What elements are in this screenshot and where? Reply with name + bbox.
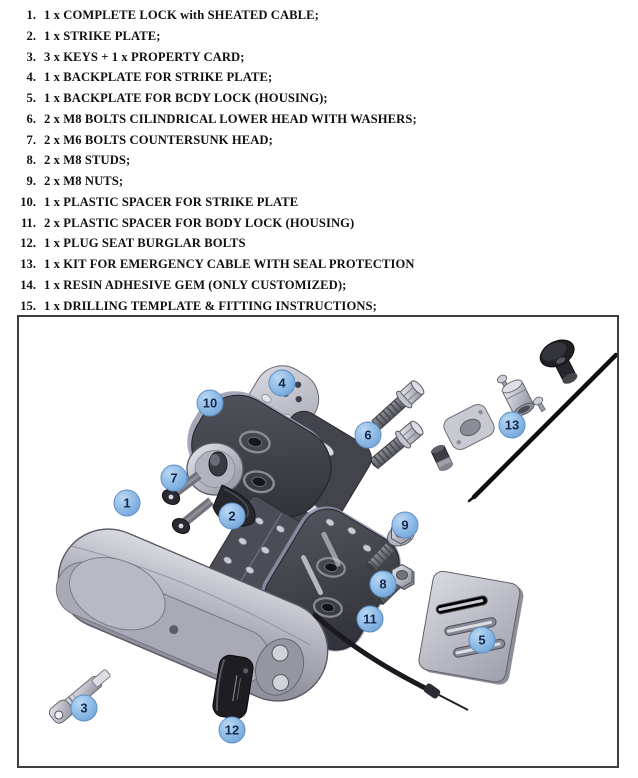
- item-number: 7.: [26, 132, 36, 147]
- item-text: 2 x M6 BOLTS COUNTERSUNK HEAD;: [44, 132, 273, 147]
- parts-list: 1. 1 x COMPLETE LOCK with SHEATED CABLE;…: [12, 5, 632, 316]
- part-seal-screw-right: [532, 396, 546, 413]
- callout-2: 2: [218, 502, 246, 530]
- item-text: 3 x KEYS + 1 x PROPERTY CARD;: [44, 49, 245, 64]
- part-lock-body: [55, 528, 329, 702]
- item-number: 8.: [26, 153, 36, 168]
- callout-7: 7: [160, 464, 188, 492]
- item-text: 1 x BACKPLATE FOR BCDY LOCK (HOUSING);: [44, 91, 328, 105]
- parts-list-item: 15. 1 x DRILLING TEMPLATE & FITTING INST…: [12, 296, 632, 317]
- parts-list-item: 7. 2 x M6 BOLTS COUNTERSUNK HEAD;: [12, 130, 632, 151]
- item-number: 10.: [20, 194, 36, 209]
- item-text: 1 x PLASTIC SPACER FOR STRIKE PLATE: [44, 194, 299, 209]
- svg-text:1: 1: [123, 496, 130, 511]
- svg-text:13: 13: [505, 418, 519, 433]
- parts-list-item: 12. 1 x PLUG SEAT BURGLAR BOLTS: [12, 233, 632, 254]
- parts-list-item: 4. 1 x BACKPLATE FOR STRIKE PLATE;: [12, 67, 632, 88]
- item-text: 1 x DRILLING TEMPLATE & FITTING INSTRUCT…: [44, 298, 377, 313]
- svg-text:5: 5: [478, 633, 485, 648]
- item-text: 1 x KIT FOR EMERGENCY CABLE WITH SEAL PR…: [44, 257, 415, 271]
- callout-11: 11: [356, 605, 384, 633]
- svg-text:2: 2: [228, 509, 235, 524]
- part-backplate-body: [418, 570, 524, 685]
- item-text: 1 x PLUG SEAT BURGLAR BOLTS: [44, 236, 246, 251]
- parts-list-item: 2. 1 x STRIKE PLATE;: [12, 26, 632, 47]
- item-number: 13.: [20, 257, 36, 271]
- parts-list-item: 8. 2 x M8 STUDS;: [12, 150, 632, 171]
- item-text: 2 x M8 BOLTS CILINDRICAL LOWER HEAD WITH…: [44, 111, 417, 126]
- part-m8-bolt-lower: [369, 420, 424, 470]
- item-text: 1 x RESIN ADHESIVE GEM (ONLY CUSTOMIZED)…: [44, 277, 347, 292]
- parts-list-item: 13. 1 x KIT FOR EMERGENCY CABLE WITH SEA…: [12, 254, 632, 275]
- part-seal-cylinder: [501, 379, 535, 417]
- callout-13: 13: [498, 411, 526, 439]
- parts-list-item: 9. 2 x M8 NUTS;: [12, 171, 632, 192]
- item-number: 6.: [26, 111, 36, 126]
- svg-text:3: 3: [80, 701, 87, 716]
- part-seal-plate: [443, 404, 495, 450]
- part-plug-seat: [212, 654, 254, 720]
- parts-list-item: 10. 1 x PLASTIC SPACER FOR STRIKE PLATE: [12, 192, 632, 213]
- part-seal-knob: [539, 339, 578, 384]
- parts-list-item: 14. 1 x RESIN ADHESIVE GEM (ONLY CUSTOMI…: [12, 275, 632, 296]
- part-m8-bolt-upper: [371, 380, 425, 431]
- item-number: 11.: [20, 215, 36, 230]
- callout-6: 6: [354, 421, 382, 449]
- callout-1: 1: [113, 489, 141, 517]
- svg-text:9: 9: [401, 518, 408, 533]
- part-m8-nut-lower: [391, 563, 415, 591]
- callout-4: 4: [268, 369, 296, 397]
- item-text: 1 x COMPLETE LOCK with SHEATED CABLE;: [44, 8, 319, 22]
- parts-list-item: 6. 2 x M8 BOLTS CILINDRICAL LOWER HEAD W…: [12, 109, 632, 130]
- svg-text:8: 8: [379, 577, 386, 592]
- item-number: 2.: [26, 28, 36, 43]
- part-sheathed-cable: [312, 612, 469, 711]
- item-number: 14.: [20, 277, 36, 292]
- item-text: 2 x M8 NUTS;: [44, 174, 124, 188]
- part-emergency-cable: [467, 352, 617, 503]
- part-seal-bushing: [430, 444, 454, 472]
- item-text: 2 x M8 STUDS;: [44, 153, 131, 168]
- part-m6-bolt-lower: [171, 497, 214, 534]
- callout-12: 12: [218, 716, 246, 744]
- item-number: 12.: [20, 236, 36, 251]
- svg-text:6: 6: [364, 428, 371, 443]
- svg-text:7: 7: [170, 471, 177, 486]
- parts-list-item: 1. 1 x COMPLETE LOCK with SHEATED CABLE;: [12, 5, 632, 26]
- item-number: 9.: [26, 174, 36, 188]
- svg-text:10: 10: [203, 396, 217, 411]
- item-number: 15.: [20, 298, 36, 313]
- parts-list-item: 5. 1 x BACKPLATE FOR BCDY LOCK (HOUSING)…: [12, 88, 632, 109]
- callout-8: 8: [369, 570, 397, 598]
- parts-list-item: 3. 3 x KEYS + 1 x PROPERTY CARD;: [12, 47, 632, 68]
- part-m8-stud-upper: [365, 541, 396, 572]
- item-text: 2 x PLASTIC SPACER FOR BODY LOCK (HOUSIN…: [44, 215, 355, 230]
- svg-text:4: 4: [278, 376, 286, 391]
- callout-9: 9: [391, 511, 419, 539]
- parts-list-item: 11. 2 x PLASTIC SPACER FOR BODY LOCK (HO…: [12, 213, 632, 234]
- svg-text:12: 12: [225, 723, 239, 738]
- callout-5: 5: [468, 626, 496, 654]
- svg-text:11: 11: [363, 612, 377, 627]
- callout-10: 10: [196, 389, 224, 417]
- item-number: 5.: [26, 91, 36, 105]
- item-text: 1 x BACKPLATE FOR STRIKE PLATE;: [44, 70, 273, 85]
- callout-3: 3: [70, 694, 98, 722]
- item-text: 1 x STRIKE PLATE;: [44, 28, 161, 43]
- item-number: 3.: [26, 49, 36, 64]
- item-number: 4.: [26, 70, 36, 85]
- item-number: 1.: [26, 8, 36, 22]
